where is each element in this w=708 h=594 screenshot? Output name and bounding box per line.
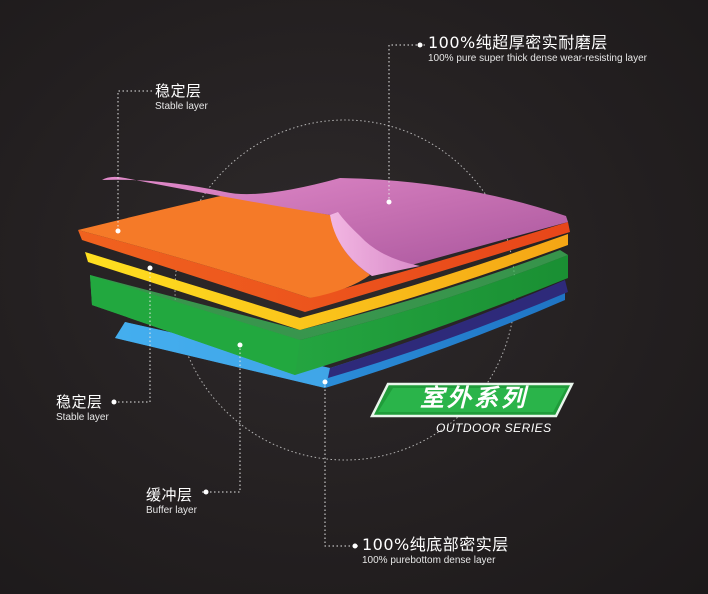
wear-layer-label-en: 100% pure super thick dense wear-resisti…: [428, 53, 647, 64]
leader-lines: [117, 44, 425, 547]
stable-layer-lower-label: 稳定层 Stable layer: [56, 393, 109, 425]
leader-dots: [111, 42, 423, 549]
buffer-layer-label: 缓冲层 Buffer layer: [146, 486, 197, 518]
wear-layer-label-cn: 100%纯超厚密实耐磨层: [428, 33, 608, 52]
wear-layer-label: 100%纯超厚密实耐磨层 100% pure super thick dense…: [428, 34, 647, 66]
stable-layer-upper-label-cn: 稳定层: [155, 82, 202, 100]
bottom-layer-label: 100%纯底部密实层 100% purebottom dense layer: [362, 536, 509, 568]
stable-layer-orange: [78, 222, 570, 312]
buffer-layer-label-cn: 缓冲层: [146, 486, 193, 504]
stable-layer-upper-label-en: Stable layer: [155, 101, 208, 112]
bottom-layer-label-en: 100% purebottom dense layer: [362, 555, 496, 566]
outdoor-series-badge-shape: [369, 382, 575, 418]
stable-layer-lower-label-cn: 稳定层: [56, 393, 103, 411]
stable-layer-yellow: [85, 234, 568, 330]
buffer-layer-label-en: Buffer layer: [146, 505, 197, 516]
stable-layer-lower-label-en: Stable layer: [56, 412, 109, 423]
outdoor-series-title: 室外系列: [420, 384, 528, 412]
stable-layer-upper-label: 稳定层 Stable layer: [155, 82, 208, 114]
outdoor-series-subtitle: OUTDOOR SERIES: [436, 421, 552, 435]
bottom-layer-label-cn: 100%纯底部密实层: [362, 535, 509, 554]
